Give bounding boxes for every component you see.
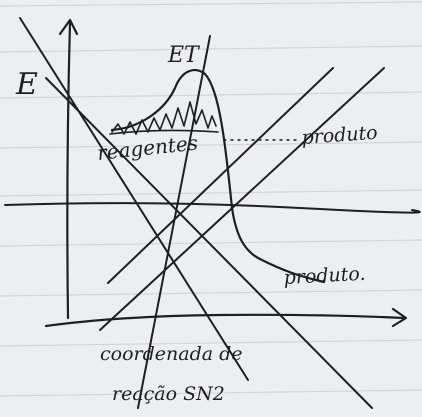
reaction-coordinate-label-line1: coordenada de [100,343,243,365]
rising-line-low [99,67,385,331]
crossing-stroke [137,35,211,409]
product-upper-label: produto [301,122,379,149]
energy-axis-arrow-icon [58,18,79,36]
reaction-coordinate-label-line2: reação SN2 [112,383,225,405]
energy-curve [110,69,326,284]
horizontal-line [4,202,421,214]
reagents-label: reagentes [96,131,199,165]
reaction-axis-line [44,313,406,328]
reagent-baseline [109,129,219,135]
product-lower-label: produto. [283,263,366,289]
energy-axis-label: E [15,67,38,102]
ruled-lines [0,1,422,397]
reagent-hatching [111,101,217,135]
diagonal-stroke-left [19,17,249,381]
energy-axis-line [66,20,72,320]
rising-line-high [107,67,334,284]
transition-state-label: ET [167,43,201,68]
diagonal-stroke-middle [45,77,373,409]
reaction-axis-arrow-icon [391,307,408,328]
